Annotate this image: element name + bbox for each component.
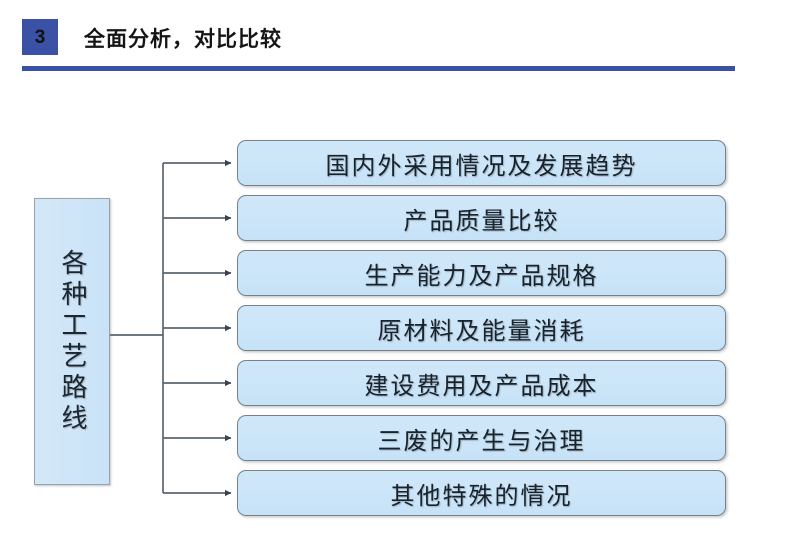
item-label-6: 三废的产生与治理 [377, 428, 586, 455]
source-box: 各种工艺路线 [34, 198, 110, 485]
item-label-1: 国内外采用情况及发展趋势 [325, 153, 638, 180]
item-label-4: 原材料及能量消耗 [377, 318, 586, 345]
header-divider [22, 66, 735, 71]
source-box-label: 各种工艺路线 [58, 248, 87, 435]
item-label-7: 其他特殊的情况 [390, 483, 573, 510]
item-label-2: 产品质量比较 [403, 208, 560, 235]
page-header: 3 全面分析，对比比较 [0, 0, 792, 80]
item-box-2: 产品质量比较 [237, 195, 726, 241]
item-box-7: 其他特殊的情况 [237, 470, 726, 516]
item-box-5: 建设费用及产品成本 [237, 360, 726, 406]
section-number-badge: 3 [22, 19, 58, 55]
item-box-4: 原材料及能量消耗 [237, 305, 726, 351]
item-box-6: 三废的产生与治理 [237, 415, 726, 461]
process-comparison-diagram: 各种工艺路线 国内外采用情况及发展趋势 产品质量比较 生产能力及产品规格 原材料… [0, 80, 792, 555]
item-label-5: 建设费用及产品成本 [364, 373, 599, 400]
item-box-1: 国内外采用情况及发展趋势 [237, 140, 726, 186]
page-title: 全面分析，对比比较 [84, 28, 282, 51]
item-box-3: 生产能力及产品规格 [237, 250, 726, 296]
item-label-3: 生产能力及产品规格 [364, 263, 599, 290]
